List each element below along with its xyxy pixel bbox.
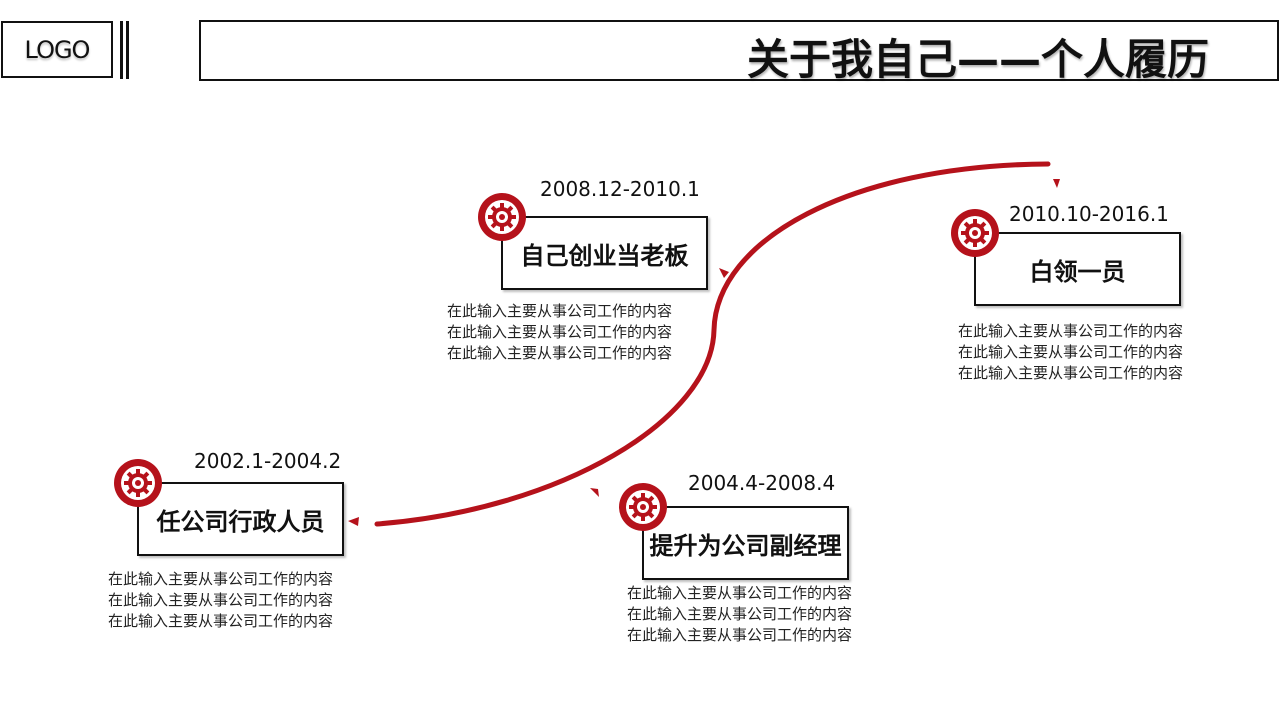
gear-icon: [114, 459, 162, 507]
description-line: 在此输入主要从事公司工作的内容: [627, 584, 853, 602]
milestone-date: 2004.4-2008.4: [688, 471, 836, 495]
timeline-path: [374, 161, 1051, 527]
arrow-marker: [348, 517, 359, 526]
description-line: 在此输入主要从事公司工作的内容: [447, 323, 673, 341]
arrow-marker: [1053, 179, 1060, 188]
description-line: 在此输入主要从事公司工作的内容: [108, 612, 334, 630]
gear-icon: [478, 193, 526, 241]
description-line: 在此输入主要从事公司工作的内容: [108, 591, 334, 609]
logo-divider: [120, 21, 123, 79]
gear-icon: [619, 483, 667, 531]
description-line: 在此输入主要从事公司工作的内容: [958, 322, 1184, 340]
description-line: 在此输入主要从事公司工作的内容: [958, 343, 1184, 361]
milestone-description: 在此输入主要从事公司工作的内容 在此输入主要从事公司工作的内容 在此输入主要从事…: [627, 583, 852, 646]
description-line: 在此输入主要从事公司工作的内容: [627, 605, 853, 623]
milestone-date: 2002.1-2004.2: [194, 449, 342, 473]
arrow-marker: [590, 488, 599, 497]
description-line: 在此输入主要从事公司工作的内容: [958, 364, 1184, 382]
arrow-marker: [719, 268, 729, 278]
page-title: 关于我自己——个人履历: [746, 35, 1209, 84]
description-line: 在此输入主要从事公司工作的内容: [447, 302, 673, 320]
milestone-date: 2008.12-2010.1: [540, 177, 700, 201]
milestone-role-box: 自己创业当老板: [501, 216, 708, 290]
milestone-role-box: 提升为公司副经理: [642, 506, 849, 580]
description-line: 在此输入主要从事公司工作的内容: [447, 344, 673, 362]
milestone-role: 任公司行政人员: [156, 507, 325, 536]
description-line: 在此输入主要从事公司工作的内容: [108, 570, 334, 588]
milestone-date: 2010.10-2016.1: [1009, 202, 1169, 226]
milestone-description: 在此输入主要从事公司工作的内容 在此输入主要从事公司工作的内容 在此输入主要从事…: [958, 321, 1183, 384]
milestone-description: 在此输入主要从事公司工作的内容 在此输入主要从事公司工作的内容 在此输入主要从事…: [447, 301, 672, 364]
milestone-role-box: 任公司行政人员: [137, 482, 344, 556]
milestone-description: 在此输入主要从事公司工作的内容 在此输入主要从事公司工作的内容 在此输入主要从事…: [108, 569, 333, 632]
milestone-role: 提升为公司副经理: [649, 531, 842, 560]
title-bar: 关于我自己——个人履历: [199, 20, 1279, 84]
description-line: 在此输入主要从事公司工作的内容: [627, 626, 853, 644]
milestone-role-box: 白领一员: [974, 232, 1181, 306]
milestone-role: 自己创业当老板: [520, 241, 689, 270]
logo-divider: [126, 21, 129, 79]
gear-icon: [951, 209, 999, 257]
logo: LOGO: [1, 21, 113, 78]
milestone-role: 白领一员: [1029, 257, 1126, 286]
